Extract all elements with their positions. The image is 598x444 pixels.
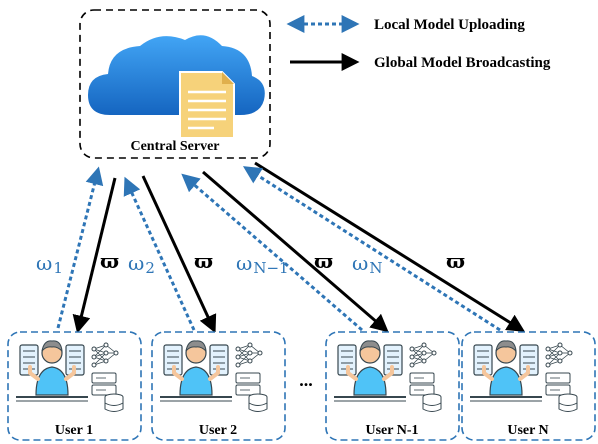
weight-w2: ω2 (128, 251, 155, 277)
central-server-label: Central Server (130, 139, 219, 154)
document-icon (179, 71, 235, 139)
weight-global-usern1: ϖ (314, 249, 333, 273)
weight-global-user1: ϖ (100, 249, 119, 273)
broadcast-arrow-usern1 (202, 170, 389, 333)
user-box-1: User 1 (7, 331, 142, 441)
weight-w1: ω1 (36, 251, 63, 277)
broadcast-arrow-user1 (72, 177, 117, 334)
user-1-label: User 1 (55, 423, 93, 438)
weight-wn1: ωN−1 (236, 251, 289, 277)
upload-arrows (56, 166, 501, 332)
svg-text:ω1: ω1 (36, 251, 63, 277)
user-illustration-icon (14, 338, 125, 414)
user-illustration-icon (332, 338, 443, 414)
user-box-n: User N (461, 331, 596, 441)
upload-arrow-usern1 (181, 173, 363, 332)
svg-text:ωN: ωN (352, 251, 382, 277)
weight-wn: ωN (352, 251, 382, 277)
weight-global-user2: ϖ (194, 249, 213, 273)
user-box-2: User 2 (151, 331, 286, 441)
users-ellipsis: ... (299, 370, 313, 390)
broadcast-arrow-user2 (141, 175, 217, 334)
user-illustration-icon (468, 338, 579, 414)
weight-global-usern: ϖ (446, 249, 465, 273)
broadcast-arrow-usern (254, 161, 526, 332)
user-n1-label: User N-1 (365, 423, 418, 438)
upload-arrow-user1 (56, 166, 104, 329)
user-n-label: User N (507, 423, 548, 438)
legend-upload-label: Local Model Uploading (374, 17, 525, 33)
svg-text:ω2: ω2 (128, 251, 155, 277)
broadcast-arrows (72, 161, 526, 334)
user-2-label: User 2 (199, 423, 237, 438)
user-illustration-icon (158, 338, 269, 414)
upload-arrow-usern (242, 166, 501, 332)
user-box-n1: User N-1 (325, 331, 460, 441)
svg-text:ωN−1: ωN−1 (236, 251, 289, 277)
legend-broadcast-label: Global Model Broadcasting (374, 55, 551, 71)
